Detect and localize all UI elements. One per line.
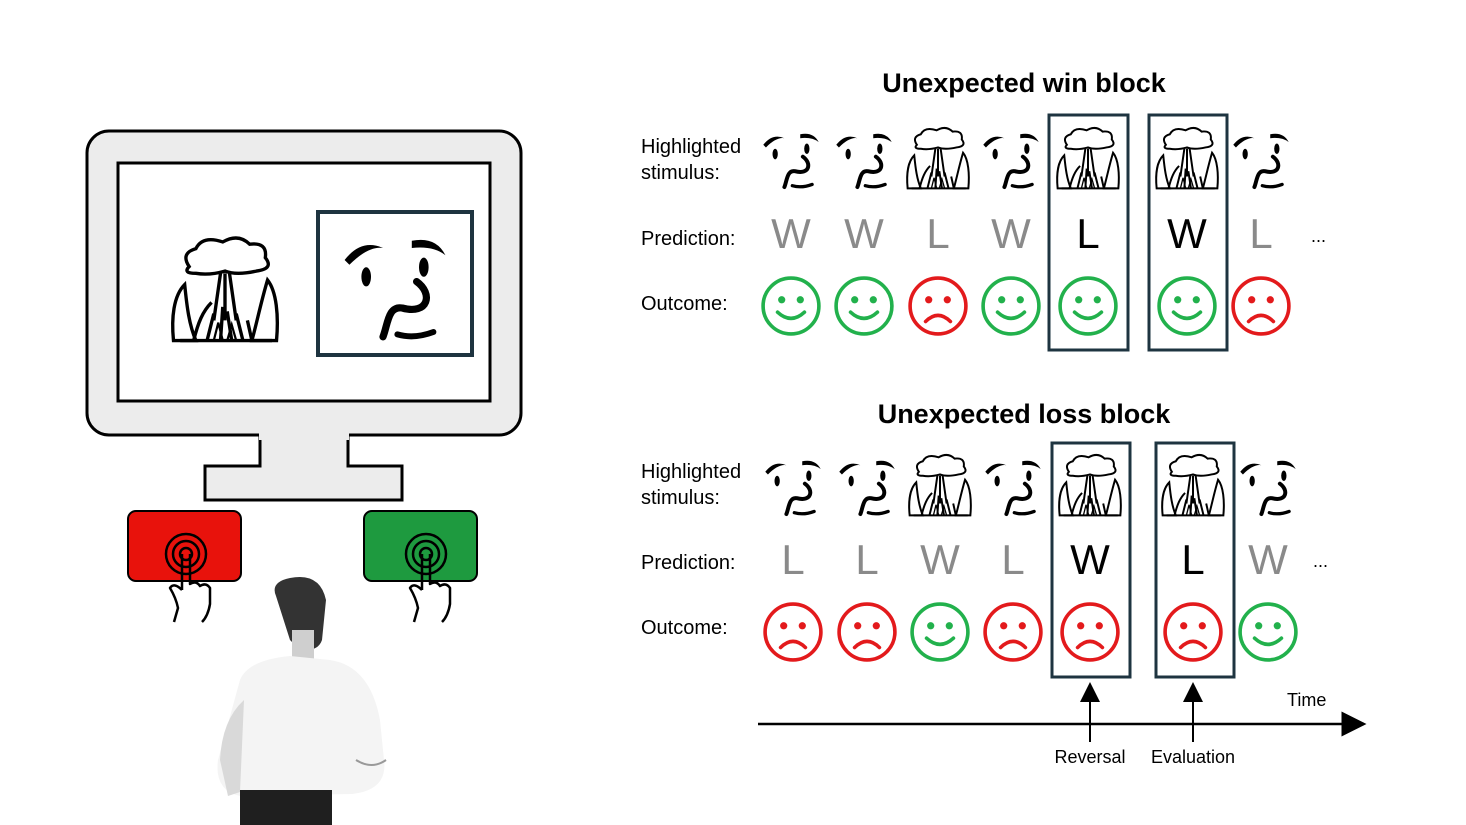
right-response-button[interactable] [363,510,478,582]
win-smiley-icon [981,276,1041,336]
tree-stimulus-icon [1155,126,1219,190]
face-stimulus-icon [836,134,891,187]
win-smiley-icon [761,276,821,336]
prediction-letter: L [1181,536,1205,583]
person-illustration [217,576,387,825]
prediction-letter: W [1070,536,1110,583]
loss-frown-icon [908,276,968,336]
win-smiley-icon [1157,276,1217,336]
tree-stimulus-icon [1161,453,1225,517]
prediction-letter: W [844,210,884,257]
loss-frown-icon [983,602,1043,662]
win-smiley-icon [1238,602,1298,662]
time-label: Time [1287,690,1327,710]
face-stimulus-icon [1233,134,1288,187]
prediction-letter: W [1248,536,1288,583]
loss-frown-icon [837,602,897,662]
win-ellipsis: ... [1311,226,1327,246]
win-outcome-label: Outcome: [641,293,728,315]
tree-stimulus-icon [1056,126,1120,190]
reversal-label: Reversal [1054,747,1126,767]
face-stimulus-icon [839,461,894,514]
loss-frown-icon [1060,602,1120,662]
tree-stimulus-icon [906,126,970,190]
prediction-letter: L [1249,210,1273,257]
screen-face-stimulus-highlighted [316,210,474,357]
face-stimulus-icon [763,134,818,187]
loss-frown-icon [1163,602,1223,662]
prediction-letter: W [991,210,1031,257]
win-smiley-icon [910,602,970,662]
loss-ellipsis: ... [1313,551,1329,571]
win-smiley-icon [1058,276,1118,336]
highlight-boxes [1047,113,1236,679]
win-smiley-icon [834,276,894,336]
tree-stimulus-icon [1058,453,1122,517]
win-prediction-label: Prediction: [641,228,736,250]
prediction-letter: L [926,210,950,257]
prediction-letter: W [1167,210,1207,257]
time-axis [758,682,1367,742]
face-stimulus-icon [1240,461,1295,514]
prediction-letter: L [1001,536,1025,583]
prediction-letter: L [781,536,805,583]
tree-stimulus-icon [908,453,972,517]
evaluation-label: Evaluation [1150,747,1236,767]
win-block-title: Unexpected win block [882,68,1166,98]
prediction-letter: L [1076,210,1100,257]
prediction-letter: W [920,536,960,583]
loss-block-title: Unexpected loss block [877,399,1171,429]
left-response-button[interactable] [127,510,242,582]
loss-outcome-label: Outcome: [641,617,728,639]
prediction-letter: L [855,536,879,583]
loss-frown-icon [763,602,823,662]
loss-frown-icon [1231,276,1291,336]
face-stimulus-icon [983,134,1038,187]
face-stimulus-icon [765,461,820,514]
face-stimulus-icon [985,461,1040,514]
prediction-letter: W [771,210,811,257]
loss-prediction-label: Prediction: [641,552,736,574]
